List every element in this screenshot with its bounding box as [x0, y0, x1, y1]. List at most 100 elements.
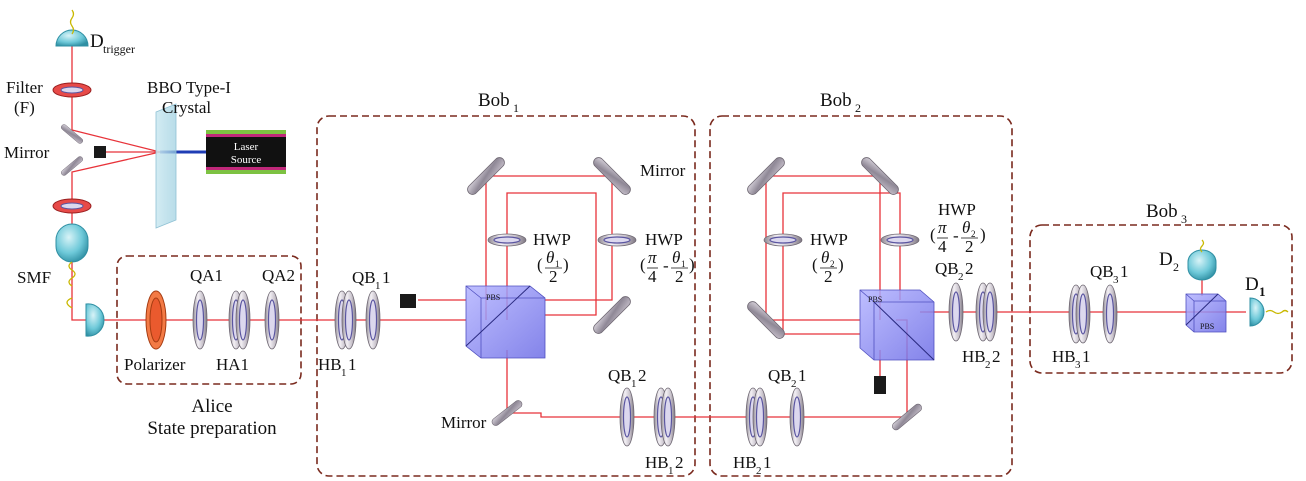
qb11-label: QB: [352, 268, 376, 287]
svg-text:2: 2: [965, 237, 974, 256]
bob2-box: [709, 115, 1013, 477]
bob1-hwp2: [597, 233, 637, 247]
hb31-plate-back: [1075, 284, 1091, 344]
qb31-label: QB: [1090, 262, 1114, 281]
svg-text:2: 2: [824, 267, 833, 286]
pbs-bob3-label: PBS: [1200, 322, 1214, 331]
svg-text:): ): [563, 255, 569, 274]
bob1-hwp1-label: HWP: [533, 230, 571, 249]
svg-text:2: 2: [549, 267, 558, 286]
fiber-coupler-out: [66, 297, 105, 337]
filter-f-label: (F): [14, 98, 35, 117]
qb21-plate: [789, 387, 805, 447]
d-trigger-sub: trigger: [103, 42, 135, 56]
svg-text:(: (: [640, 255, 646, 274]
hb31-tail: 1: [1082, 347, 1091, 366]
qb22-label: QB: [935, 259, 959, 278]
svg-text:θ: θ: [546, 248, 554, 267]
alice-sub-label: State preparation: [147, 418, 277, 439]
ha1-plate-back: [235, 290, 251, 350]
qb12-tail: 2: [638, 366, 647, 385]
svg-text:): ): [980, 225, 986, 244]
svg-text:1: 1: [681, 259, 686, 269]
svg-text:2: 2: [830, 259, 835, 269]
qb21-sub: 2: [791, 378, 797, 390]
hb22-label: HB: [962, 347, 986, 366]
hb31-label: HB: [1052, 347, 1076, 366]
svg-text:1: 1: [555, 259, 560, 269]
bob1-hwp1: [487, 233, 527, 247]
svg-text:π: π: [938, 218, 947, 237]
svg-text:2: 2: [971, 229, 976, 239]
svg-text:θ: θ: [672, 248, 680, 267]
polarizer: [145, 290, 167, 350]
pi4-minus-theta2-fraction: ( π 4 - θ 2 2 ): [930, 218, 986, 256]
bbo-label-1: BBO Type-I: [147, 78, 231, 97]
hb31-sub: 3: [1075, 359, 1081, 371]
source-beam: [71, 38, 161, 321]
pbs-bob2-label: PBS: [868, 295, 882, 304]
svg-text:): ): [838, 255, 844, 274]
qb31-plate: [1102, 284, 1118, 344]
smf-label: SMF: [17, 268, 51, 287]
svg-text:4: 4: [648, 267, 657, 286]
svg-text:-: -: [953, 226, 959, 245]
qb11-sub: 1: [375, 280, 381, 292]
source-lower-filter: [52, 198, 92, 214]
pbs-bob3: [1185, 293, 1227, 333]
hb12-sub: 1: [668, 465, 674, 477]
hb21-plate-back: [752, 387, 768, 447]
bob2-hwp1: [763, 233, 803, 247]
qa2-plate: [264, 290, 280, 350]
hb21-tail: 1: [763, 453, 772, 472]
svg-text:4: 4: [938, 237, 947, 256]
qa2-label: QA2: [262, 266, 295, 285]
d1-label: D: [1245, 274, 1259, 295]
bbo-label-2: Crystal: [162, 98, 211, 117]
ha1-label: HA1: [216, 355, 249, 374]
hb11-sub: 1: [341, 367, 347, 379]
qb21-label: QB: [768, 366, 792, 385]
qb12-plate: [619, 387, 635, 447]
bob3-box: [1029, 224, 1293, 374]
d-trigger-label: D: [90, 31, 104, 52]
hb12-plate-back: [660, 387, 676, 447]
qb12-label: QB: [608, 366, 632, 385]
mirror-left-label: Mirror: [4, 143, 50, 162]
pbs-bob2: [859, 289, 935, 361]
bob2-sub: 2: [855, 101, 861, 115]
laser-label-2: Source: [231, 154, 262, 166]
hb11-label: HB: [318, 355, 342, 374]
qb31-sub: 3: [1113, 274, 1119, 286]
bob1-box: [316, 115, 696, 477]
hb12-label: HB: [645, 453, 669, 472]
laser-label-1: Laser: [234, 141, 259, 153]
hb11-plate-back: [341, 290, 357, 350]
hb11-tail: 1: [348, 355, 357, 374]
beam-block-source: [94, 146, 106, 158]
bob2-hwp1-label: HWP: [810, 230, 848, 249]
hb22-tail: 2: [992, 347, 1001, 366]
d1-detector: [1249, 297, 1289, 327]
d1-sub: 1: [1259, 284, 1266, 299]
hb21-sub: 2: [756, 465, 762, 477]
pbs-bob1: [465, 285, 546, 359]
bob1-mirror-label: Mirror: [640, 161, 686, 180]
qb22-tail: 2: [965, 259, 974, 278]
bob2-hwp2: [880, 233, 920, 247]
d2-detector: [1187, 239, 1217, 281]
filter-element: [52, 82, 92, 98]
bob2-hwp2-label: HWP: [938, 200, 976, 219]
svg-text:θ: θ: [821, 248, 829, 267]
bob1-hwp2-label: HWP: [645, 230, 683, 249]
qb11-tail: 1: [382, 268, 391, 287]
bob1-mirror-bottom-label: Mirror: [441, 413, 487, 432]
d-trigger-detector: [55, 9, 89, 47]
qa1-plate: [192, 290, 208, 350]
svg-text:-: -: [663, 256, 669, 275]
hb12-tail: 2: [675, 453, 684, 472]
bob1-label: Bob: [478, 90, 510, 111]
filter-label: Filter: [6, 78, 43, 97]
hb22-plate-back: [982, 282, 998, 342]
